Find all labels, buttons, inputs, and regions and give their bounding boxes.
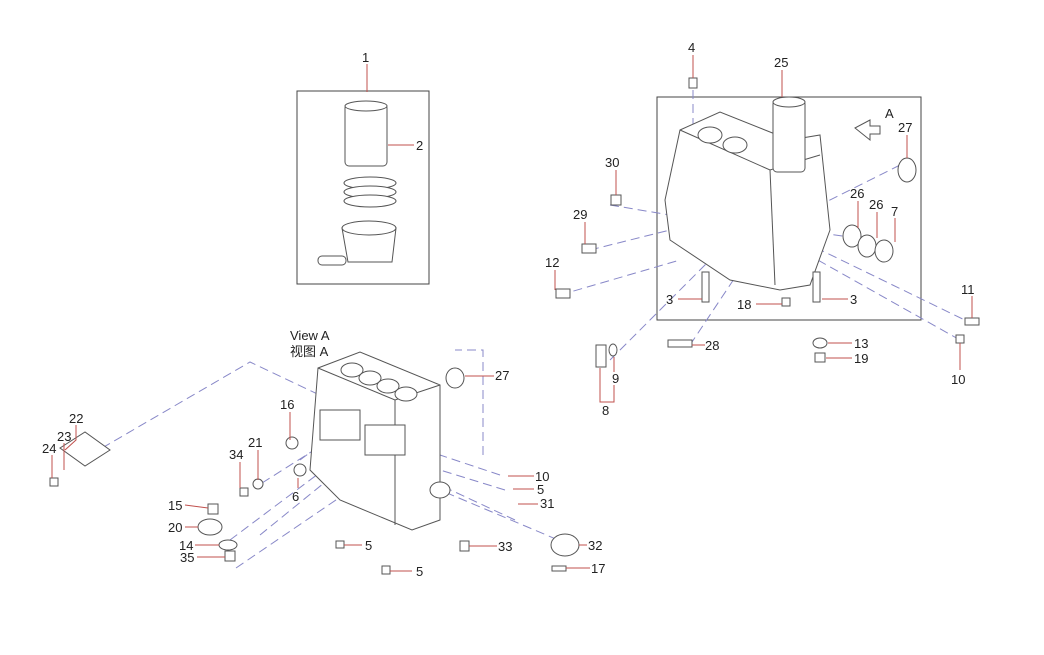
view-a-title: View A [290, 328, 330, 343]
view-a-title-zh: 视图 A [290, 344, 329, 359]
callout: 8 [602, 403, 609, 418]
callout: 26 [850, 186, 864, 201]
view-arrow [854, 119, 881, 142]
callout: 23 [57, 429, 71, 444]
callout: 34 [229, 447, 243, 462]
seal [445, 367, 465, 389]
callout: 24 [42, 441, 56, 456]
callout: 1 [362, 50, 369, 65]
callout: 26 [869, 197, 883, 212]
piston-pin [317, 255, 347, 266]
cylinder-block-view-a [309, 351, 451, 531]
callout: 27 [898, 120, 912, 135]
cylinder-block-main [555, 77, 980, 368]
callout: 10 [535, 469, 549, 484]
callout: 22 [69, 411, 83, 426]
callout: 15 [168, 498, 182, 513]
cylinder-liner [344, 103, 388, 167]
callout: 25 [774, 55, 788, 70]
callout: 33 [498, 539, 512, 554]
piston-kit [317, 100, 397, 266]
callout: 21 [248, 435, 262, 450]
callout: 32 [588, 538, 602, 553]
piston-ring [343, 194, 397, 208]
callout: 2 [416, 138, 423, 153]
cover-plate [59, 431, 111, 467]
callout: 12 [545, 255, 559, 270]
callout: 5 [537, 482, 544, 497]
callout: 5 [365, 538, 372, 553]
callouts: 1 2 3 18 3 4 25 27 26 26 7 30 29 12 11 1… [42, 40, 975, 579]
liner [772, 99, 806, 173]
callout: 13 [854, 336, 868, 351]
callout: 28 [705, 338, 719, 353]
callout: 17 [591, 561, 605, 576]
callout: 14 [179, 538, 193, 553]
callout: 35 [180, 550, 194, 565]
callout: 9 [612, 371, 619, 386]
callout: 3 [850, 292, 857, 307]
callout: 5 [416, 564, 423, 579]
callout: 27 [495, 368, 509, 383]
callout: 19 [854, 351, 868, 366]
callout: 16 [280, 397, 294, 412]
callout: 18 [737, 297, 751, 312]
callout: 20 [168, 520, 182, 535]
callout: 3 [666, 292, 673, 307]
callout: 30 [605, 155, 619, 170]
view-arrow-label: A [885, 106, 894, 121]
callout: 29 [573, 207, 587, 222]
dowel [688, 77, 698, 89]
leader-lines [51, 55, 973, 572]
callout: 4 [688, 40, 695, 55]
callout: 10 [951, 372, 965, 387]
plug-cover [550, 533, 580, 557]
callout: 31 [540, 496, 554, 511]
explode-lines [89, 90, 976, 569]
callout: 11 [961, 282, 975, 297]
small-parts-left [49, 367, 580, 575]
callout: 7 [891, 204, 898, 219]
callout: 6 [292, 489, 299, 504]
piston-kit-box [296, 90, 430, 285]
